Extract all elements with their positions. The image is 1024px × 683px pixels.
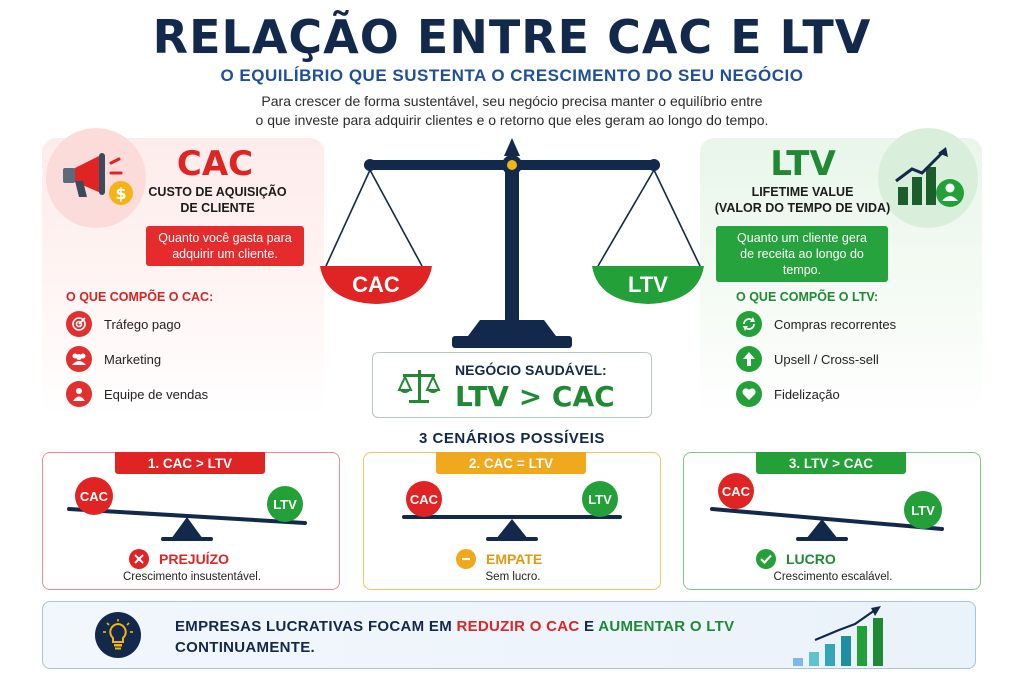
growth-chart-icon (878, 128, 978, 228)
arrow-up-icon (736, 346, 762, 372)
footer-highlight-reduce: REDUZIR O CAC (456, 618, 580, 635)
intro-line-2: o que investe para adquirir clientes e o… (255, 112, 769, 128)
list-item: Tráfego pago (66, 311, 208, 337)
cac-description: Quanto você gasta para adquirir um clien… (146, 226, 304, 266)
intro-text: Para crescer de forma sustentável, seu n… (200, 92, 824, 130)
cac-ball: CAC (718, 473, 754, 509)
cac-desc-line-1: Quanto você gasta para (158, 231, 292, 245)
result-label: EMPATE (486, 551, 543, 567)
ltv-ball: LTV (267, 486, 303, 522)
cac-component-label: Tráfego pago (104, 316, 181, 332)
seesaw-icon (402, 515, 622, 541)
scale-small-icon (397, 370, 441, 403)
cac-pan (320, 266, 432, 304)
ltv-components-title: O QUE COMPÕE O LTV: (736, 290, 879, 304)
ltv-ball: LTV (904, 491, 942, 529)
cac-title: CAC (176, 144, 254, 184)
ltv-name-line-2: (VALOR DO TEMPO DE VIDA) (714, 201, 891, 215)
ltv-pan (592, 266, 704, 304)
scenario-card-1: 1. CAC > LTV CAC LTV PREJUÍZO Cresciment… (42, 452, 340, 590)
ltv-desc-line-2: de receita ao longo do tempo. (740, 247, 864, 277)
person-icon (66, 381, 92, 407)
footer-line-1: EMPRESAS LUCRATIVAS FOCAM EM REDUZIR O C… (175, 616, 815, 637)
verdict-label: NEGÓCIO SAUDÁVEL: (455, 362, 607, 378)
scenario-result: PREJUÍZO (129, 549, 229, 569)
scenarios-title: 3 CENÁRIOS POSSÍVEIS (419, 430, 605, 447)
cac-desc-line-2: adquirir um cliente. (172, 247, 278, 261)
cac-ball: CAC (406, 481, 442, 517)
page-title: RELAÇÃO ENTRE CAC E LTV (152, 10, 872, 64)
heart-icon (736, 381, 762, 407)
check-icon (756, 549, 776, 569)
scenario-card-3: 3. LTV > CAC CAC LTV LUCRO Crescimento e… (683, 452, 981, 590)
verdict-box: NEGÓCIO SAUDÁVEL: LTV > CAC (372, 352, 652, 418)
cac-name-line-1: CUSTO DE AQUISIÇÃO (148, 185, 287, 199)
footer-banner: EMPRESAS LUCRATIVAS FOCAM EM REDUZIR O C… (42, 601, 976, 669)
list-item: Marketing (66, 346, 208, 372)
scenario-result: EMPATE (456, 549, 542, 569)
ltv-full-name: LIFETIME VALUE (VALOR DO TEMPO DE VIDA) (710, 184, 895, 216)
cac-components-list: Tráfego pago Marketing Equipe de vendas (66, 311, 208, 407)
cac-component-label: Marketing (104, 351, 162, 367)
cac-name-line-2: DE CLIENTE (180, 201, 255, 215)
balance-scale-icon (320, 138, 704, 348)
ltv-desc-line-1: Quanto um cliente gera (737, 231, 867, 245)
svg-text:$: $ (115, 184, 126, 203)
scenario-tag: 3. LTV > CAC (756, 452, 906, 474)
ltv-components-list: Compras recorrentes Upsell / Cross-sell … (736, 311, 896, 407)
seesaw-icon (67, 507, 307, 541)
scenario-result: LUCRO (756, 549, 836, 569)
seesaw-icon (710, 507, 944, 541)
ltv-name-line-1: LIFETIME VALUE (751, 185, 854, 199)
target-icon (66, 311, 92, 337)
intro-line-1: Para crescer de forma sustentável, seu n… (261, 93, 763, 109)
scenario-tag: 2. CAC = LTV (436, 452, 586, 474)
footer-highlight-increase: AUMENTAR O LTV (598, 618, 735, 635)
verdict-formula: LTV > CAC (455, 380, 615, 413)
footer-text-part: E (579, 618, 599, 635)
scenario-card-2: 2. CAC = LTV CAC LTV EMPATE Sem lucro. (363, 452, 661, 590)
result-description: Crescimento insustentável. (122, 571, 262, 583)
refresh-icon (736, 311, 762, 337)
result-description: Crescimento escalável. (773, 571, 893, 583)
list-item: Upsell / Cross-sell (736, 346, 896, 372)
scenario-tag: 1. CAC > LTV (115, 452, 265, 474)
people-icon (66, 346, 92, 372)
ltv-pan-label: LTV (628, 272, 668, 297)
footer-text: EMPRESAS LUCRATIVAS FOCAM EM REDUZIR O C… (175, 616, 815, 658)
ltv-component-label: Upsell / Cross-sell (774, 351, 879, 367)
ltv-component-label: Compras recorrentes (774, 316, 897, 332)
result-label: LUCRO (786, 551, 836, 567)
cac-components-title: O QUE COMPÕE O CAC: (66, 290, 214, 304)
footer-line-2: CONTINUAMENTE. (175, 639, 316, 656)
cac-ball: CAC (75, 477, 113, 515)
x-mark-icon (129, 549, 149, 569)
ltv-description: Quanto um cliente gera de receita ao lon… (716, 226, 888, 282)
result-label: PREJUÍZO (159, 551, 230, 567)
megaphone-icon: $ (46, 128, 146, 228)
cac-full-name: CUSTO DE AQUISIÇÃO DE CLIENTE (145, 184, 290, 216)
ltv-component-label: Fidelização (774, 386, 840, 402)
rising-bars-icon (793, 606, 883, 666)
cac-component-label: Equipe de vendas (104, 386, 209, 402)
footer-text-part: EMPRESAS LUCRATIVAS FOCAM EM (175, 618, 457, 635)
page-subtitle: O EQUILÍBRIO QUE SUSTENTA O CRESCIMENTO … (220, 66, 804, 85)
list-item: Equipe de vendas (66, 381, 208, 407)
ltv-ball: LTV (582, 481, 618, 517)
list-item: Fidelização (736, 381, 896, 407)
result-description: Sem lucro. (485, 571, 541, 583)
minus-icon (456, 549, 476, 569)
ltv-title: LTV (770, 144, 836, 184)
cac-pan-label: CAC (352, 272, 400, 297)
lightbulb-icon (95, 612, 141, 658)
list-item: Compras recorrentes (736, 311, 896, 337)
